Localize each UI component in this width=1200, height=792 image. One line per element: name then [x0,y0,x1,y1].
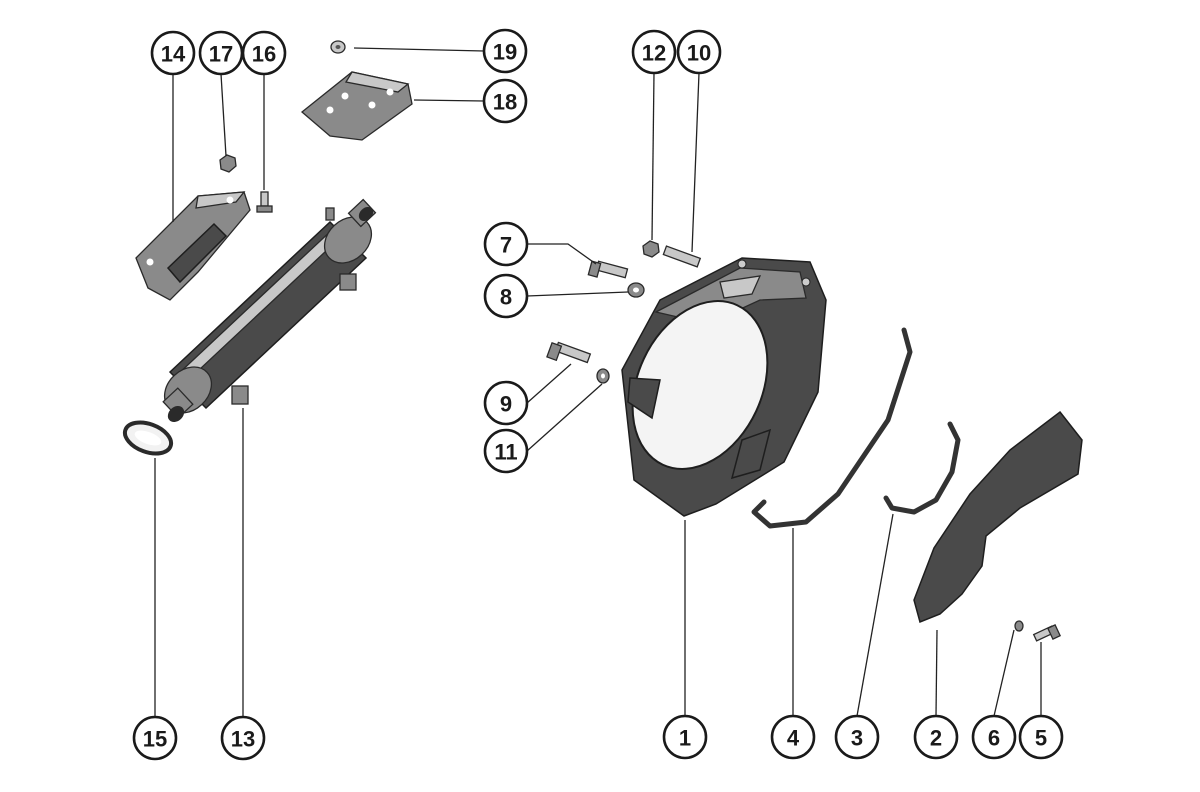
callout-3-label: 3 [851,726,863,751]
part-10-stud [662,245,702,268]
callout-7: 7 [483,221,529,267]
part-5-screw [1032,624,1062,642]
callout-2: 2 [913,714,959,760]
callout-5-label: 5 [1035,726,1047,751]
part-18-upper-bracket [300,71,413,141]
part-14-lower-bracket [135,191,251,301]
part-1-flywheel-housing [621,257,827,517]
leader-lines [154,47,1042,717]
callout-18-label: 18 [493,90,517,115]
callout-9-label: 9 [500,392,512,417]
callout-12: 12 [631,29,677,75]
part-8-washer [627,282,645,298]
callout-3: 3 [834,714,880,760]
callout-18: 18 [482,78,528,124]
part-16-bolt [256,191,273,213]
callout-19-label: 19 [493,40,517,65]
callout-5: 5 [1018,714,1064,760]
callout-17-label: 17 [209,42,233,67]
callout-6: 6 [971,714,1017,760]
callout-9: 9 [483,380,529,426]
callout-12-label: 12 [642,41,666,66]
part-9-bolt [546,341,592,364]
part-13-heat-exchanger [162,198,377,422]
callout-10-label: 10 [687,41,711,66]
callout-17: 17 [198,30,244,76]
callout-1-label: 1 [679,726,691,751]
callout-13: 13 [220,715,266,761]
callout-2-label: 2 [930,726,942,751]
callout-14: 14 [150,30,196,76]
part-4-gasket [751,327,913,529]
callout-15-label: 15 [143,727,167,752]
part-12-nut [642,240,660,258]
callout-1: 1 [662,714,708,760]
callout-4: 4 [770,714,816,760]
callout-8: 8 [483,273,529,319]
callout-15: 15 [132,715,178,761]
callout-11-label: 11 [494,440,517,465]
callout-6-label: 6 [988,726,1000,751]
part-19-nut [330,40,346,54]
part-6-washer [1014,620,1024,632]
part-7-bolt [587,260,629,279]
callout-11: 11 [483,428,529,474]
part-11-washer [596,368,610,384]
callout-7-label: 7 [500,233,512,258]
part-17-nut [219,154,237,173]
callout-10: 10 [676,29,722,75]
callout-14-label: 14 [161,42,186,67]
callout-16-label: 16 [252,42,276,67]
part-2-cover-plate [913,410,1083,624]
part-15-hose-clamp [122,420,174,456]
callout-4-label: 4 [787,726,800,751]
callout-13-label: 13 [231,727,255,752]
part-3-seal [883,421,961,515]
callout-8-label: 8 [500,285,512,310]
callout-16: 16 [241,30,287,76]
callout-19: 19 [482,28,528,74]
